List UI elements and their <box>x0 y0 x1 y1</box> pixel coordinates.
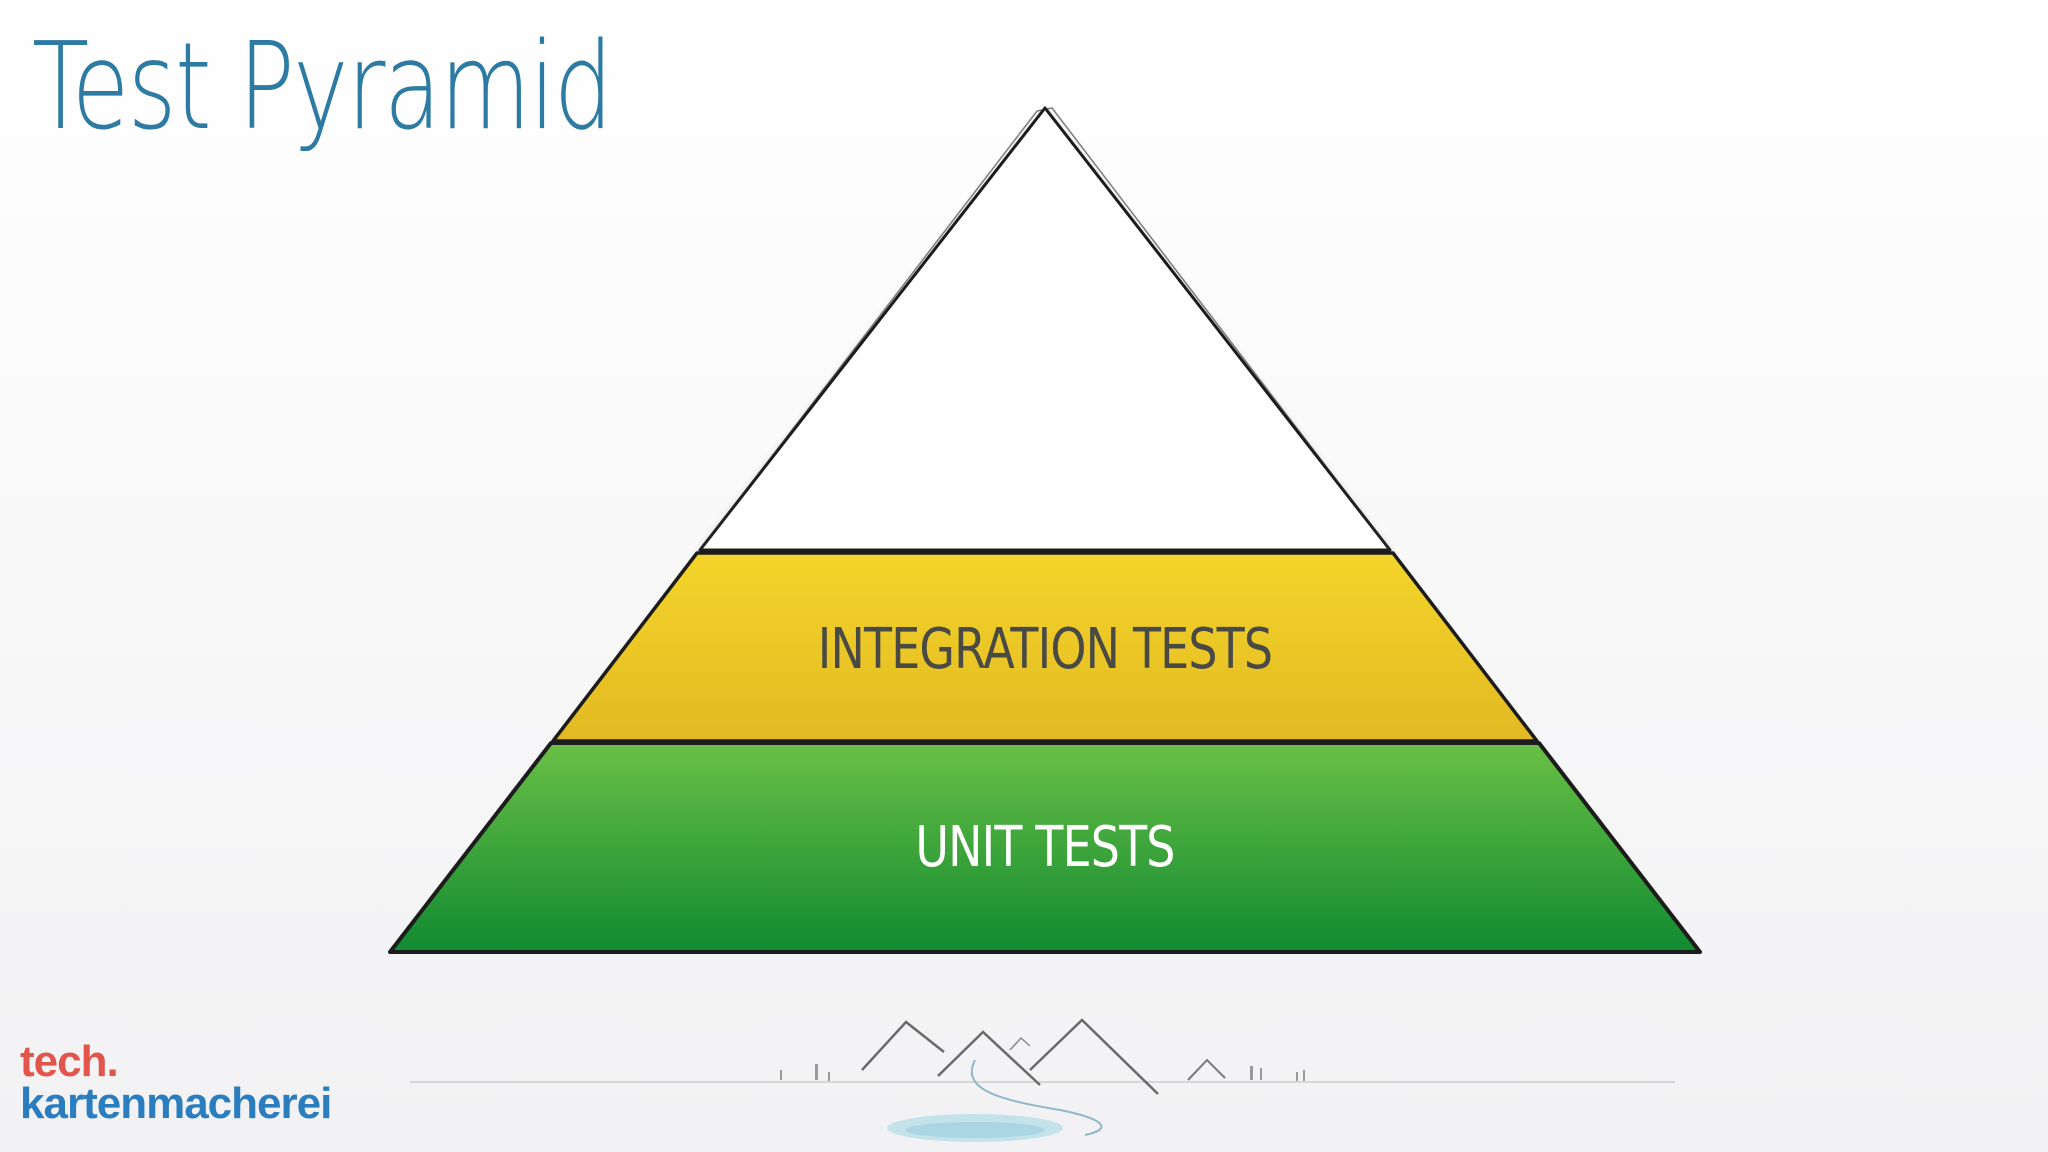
unit-tests-label: UNIT TESTS <box>915 815 1174 881</box>
logo-line-kartenmacherei: kartenmacherei <box>20 1079 332 1128</box>
pyramid-apex-stroke <box>699 107 1391 551</box>
slide-title: Test Pyramid <box>32 18 613 157</box>
company-logo: tech. kartenmacherei <box>20 1037 332 1128</box>
integration-tests-label: INTEGRATION TESTS <box>818 617 1272 683</box>
pyramid-unit-layer <box>388 741 1702 954</box>
logo-line-tech: tech. <box>20 1037 119 1086</box>
pyramid-top-layer <box>698 106 1392 552</box>
